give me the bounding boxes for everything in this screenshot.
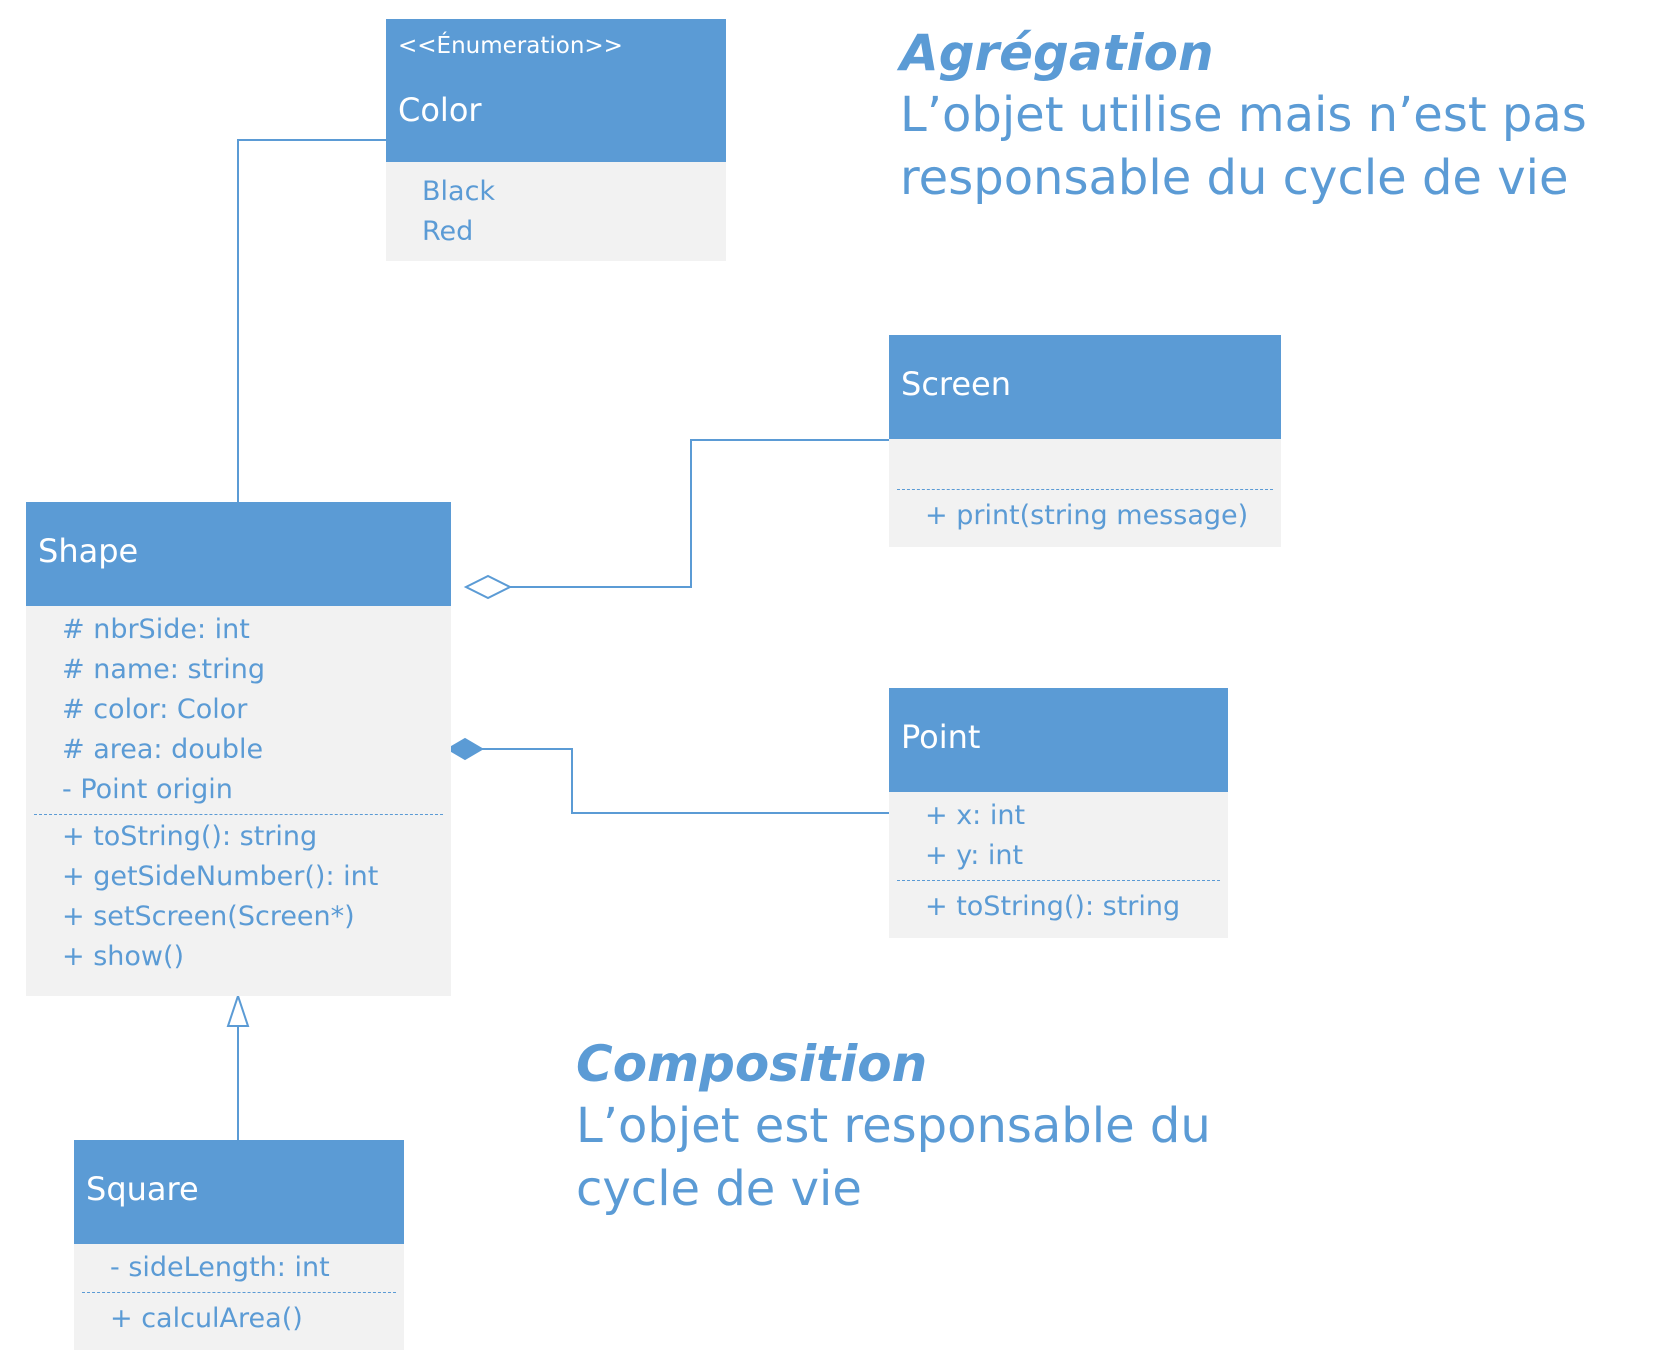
- attribute: # area: double: [62, 734, 264, 765]
- class-shape-name: Shape: [38, 532, 139, 570]
- aggregation-note: Agrégation L’objet utilise mais n’est pa…: [900, 22, 1587, 210]
- section-separator: [897, 880, 1220, 881]
- class-shape-header: Shape: [26, 502, 451, 606]
- stereotype-label: <<Énumeration>>: [398, 33, 623, 59]
- composition-line-point-shape: [482, 748, 889, 814]
- class-shape: Shape # nbrSide: int # name: string # co…: [26, 502, 451, 996]
- aggregation-note-line: L’objet utilise mais n’est pas: [900, 87, 1587, 143]
- class-square-name: Square: [86, 1170, 199, 1208]
- class-color: <<Énumeration>> Color Black Red: [386, 19, 726, 261]
- attribute: - Point origin: [62, 774, 233, 805]
- method: + print(string message): [925, 500, 1249, 531]
- aggregation-note-title: Agrégation: [900, 24, 1214, 82]
- class-point-name: Point: [901, 718, 981, 756]
- attributes-section: # nbrSide: int # name: string # color: C…: [26, 606, 451, 814]
- inheritance-arrow-icon: [226, 992, 250, 1027]
- attribute: - sideLength: int: [110, 1252, 330, 1283]
- class-color-name: Color: [398, 91, 482, 129]
- composition-note: Composition L’objet est responsable du c…: [576, 1033, 1211, 1221]
- aggregation-line-screen-shape: [510, 439, 889, 588]
- class-screen-header: Screen: [889, 335, 1281, 439]
- method: + setScreen(Screen*): [62, 901, 355, 932]
- class-screen-name: Screen: [901, 365, 1012, 403]
- composition-note-title: Composition: [576, 1035, 928, 1093]
- class-point: Point + x: int + y: int + toString(): st…: [889, 688, 1228, 938]
- aggregation-diamond-icon: [463, 574, 513, 600]
- methods-section: + toString(): string + getSideNumber(): …: [26, 817, 451, 981]
- attributes-section: - sideLength: int: [74, 1244, 404, 1292]
- composition-diamond-icon: [446, 737, 484, 761]
- method: + getSideNumber(): int: [62, 861, 379, 892]
- enum-value: Red: [422, 216, 474, 247]
- section-separator: [82, 1292, 396, 1293]
- attributes-section: + x: int + y: int: [889, 792, 1228, 880]
- attribute: # color: Color: [62, 694, 248, 725]
- method: + calculArea(): [110, 1303, 303, 1334]
- methods-section: + print(string message): [889, 496, 1281, 540]
- class-point-header: Point: [889, 688, 1228, 792]
- section-separator: [34, 814, 443, 815]
- method: + toString(): string: [62, 821, 318, 852]
- class-color-header: <<Énumeration>> Color: [386, 19, 726, 162]
- attribute: # nbrSide: int: [62, 614, 250, 645]
- methods-section: + toString(): string: [889, 887, 1228, 931]
- attributes-section: [889, 439, 1281, 489]
- section-separator: [897, 489, 1273, 490]
- composition-note-line: cycle de vie: [576, 1161, 862, 1217]
- class-square-header: Square: [74, 1140, 404, 1244]
- enum-value: Black: [422, 176, 496, 207]
- association-line-color-shape: [237, 139, 386, 502]
- enum-values: Black Red: [386, 162, 726, 256]
- composition-note-line: L’objet est responsable du: [576, 1098, 1211, 1154]
- attribute: + x: int: [925, 800, 1026, 831]
- attribute: + y: int: [925, 840, 1024, 871]
- class-screen: Screen + print(string message): [889, 335, 1281, 547]
- attribute: # name: string: [62, 654, 265, 685]
- method: + show(): [62, 941, 185, 972]
- methods-section: + calculArea(): [74, 1299, 404, 1343]
- aggregation-note-line: responsable du cycle de vie: [900, 150, 1569, 206]
- class-square: Square - sideLength: int + calculArea(): [74, 1140, 404, 1350]
- method: + toString(): string: [925, 891, 1181, 922]
